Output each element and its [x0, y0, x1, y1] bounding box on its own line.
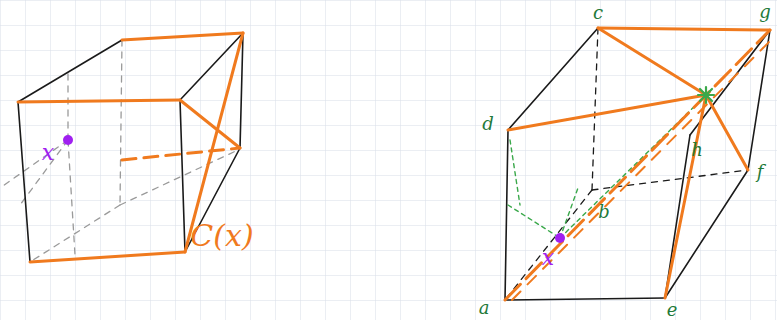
vertex-label: a [479, 299, 490, 317]
vertex-label: f [757, 163, 764, 181]
vertex-label: e [667, 301, 678, 319]
vertex-label: d [482, 115, 494, 133]
point-label: x [542, 247, 554, 269]
vertex-label: c [593, 4, 603, 22]
set-label: C(x) [190, 221, 253, 251]
vertex-label: h [691, 141, 703, 159]
right-cube [505, 28, 775, 300]
vertex-label: g [759, 3, 771, 21]
point-label: x [42, 142, 54, 164]
vertex-label: b [598, 203, 610, 221]
